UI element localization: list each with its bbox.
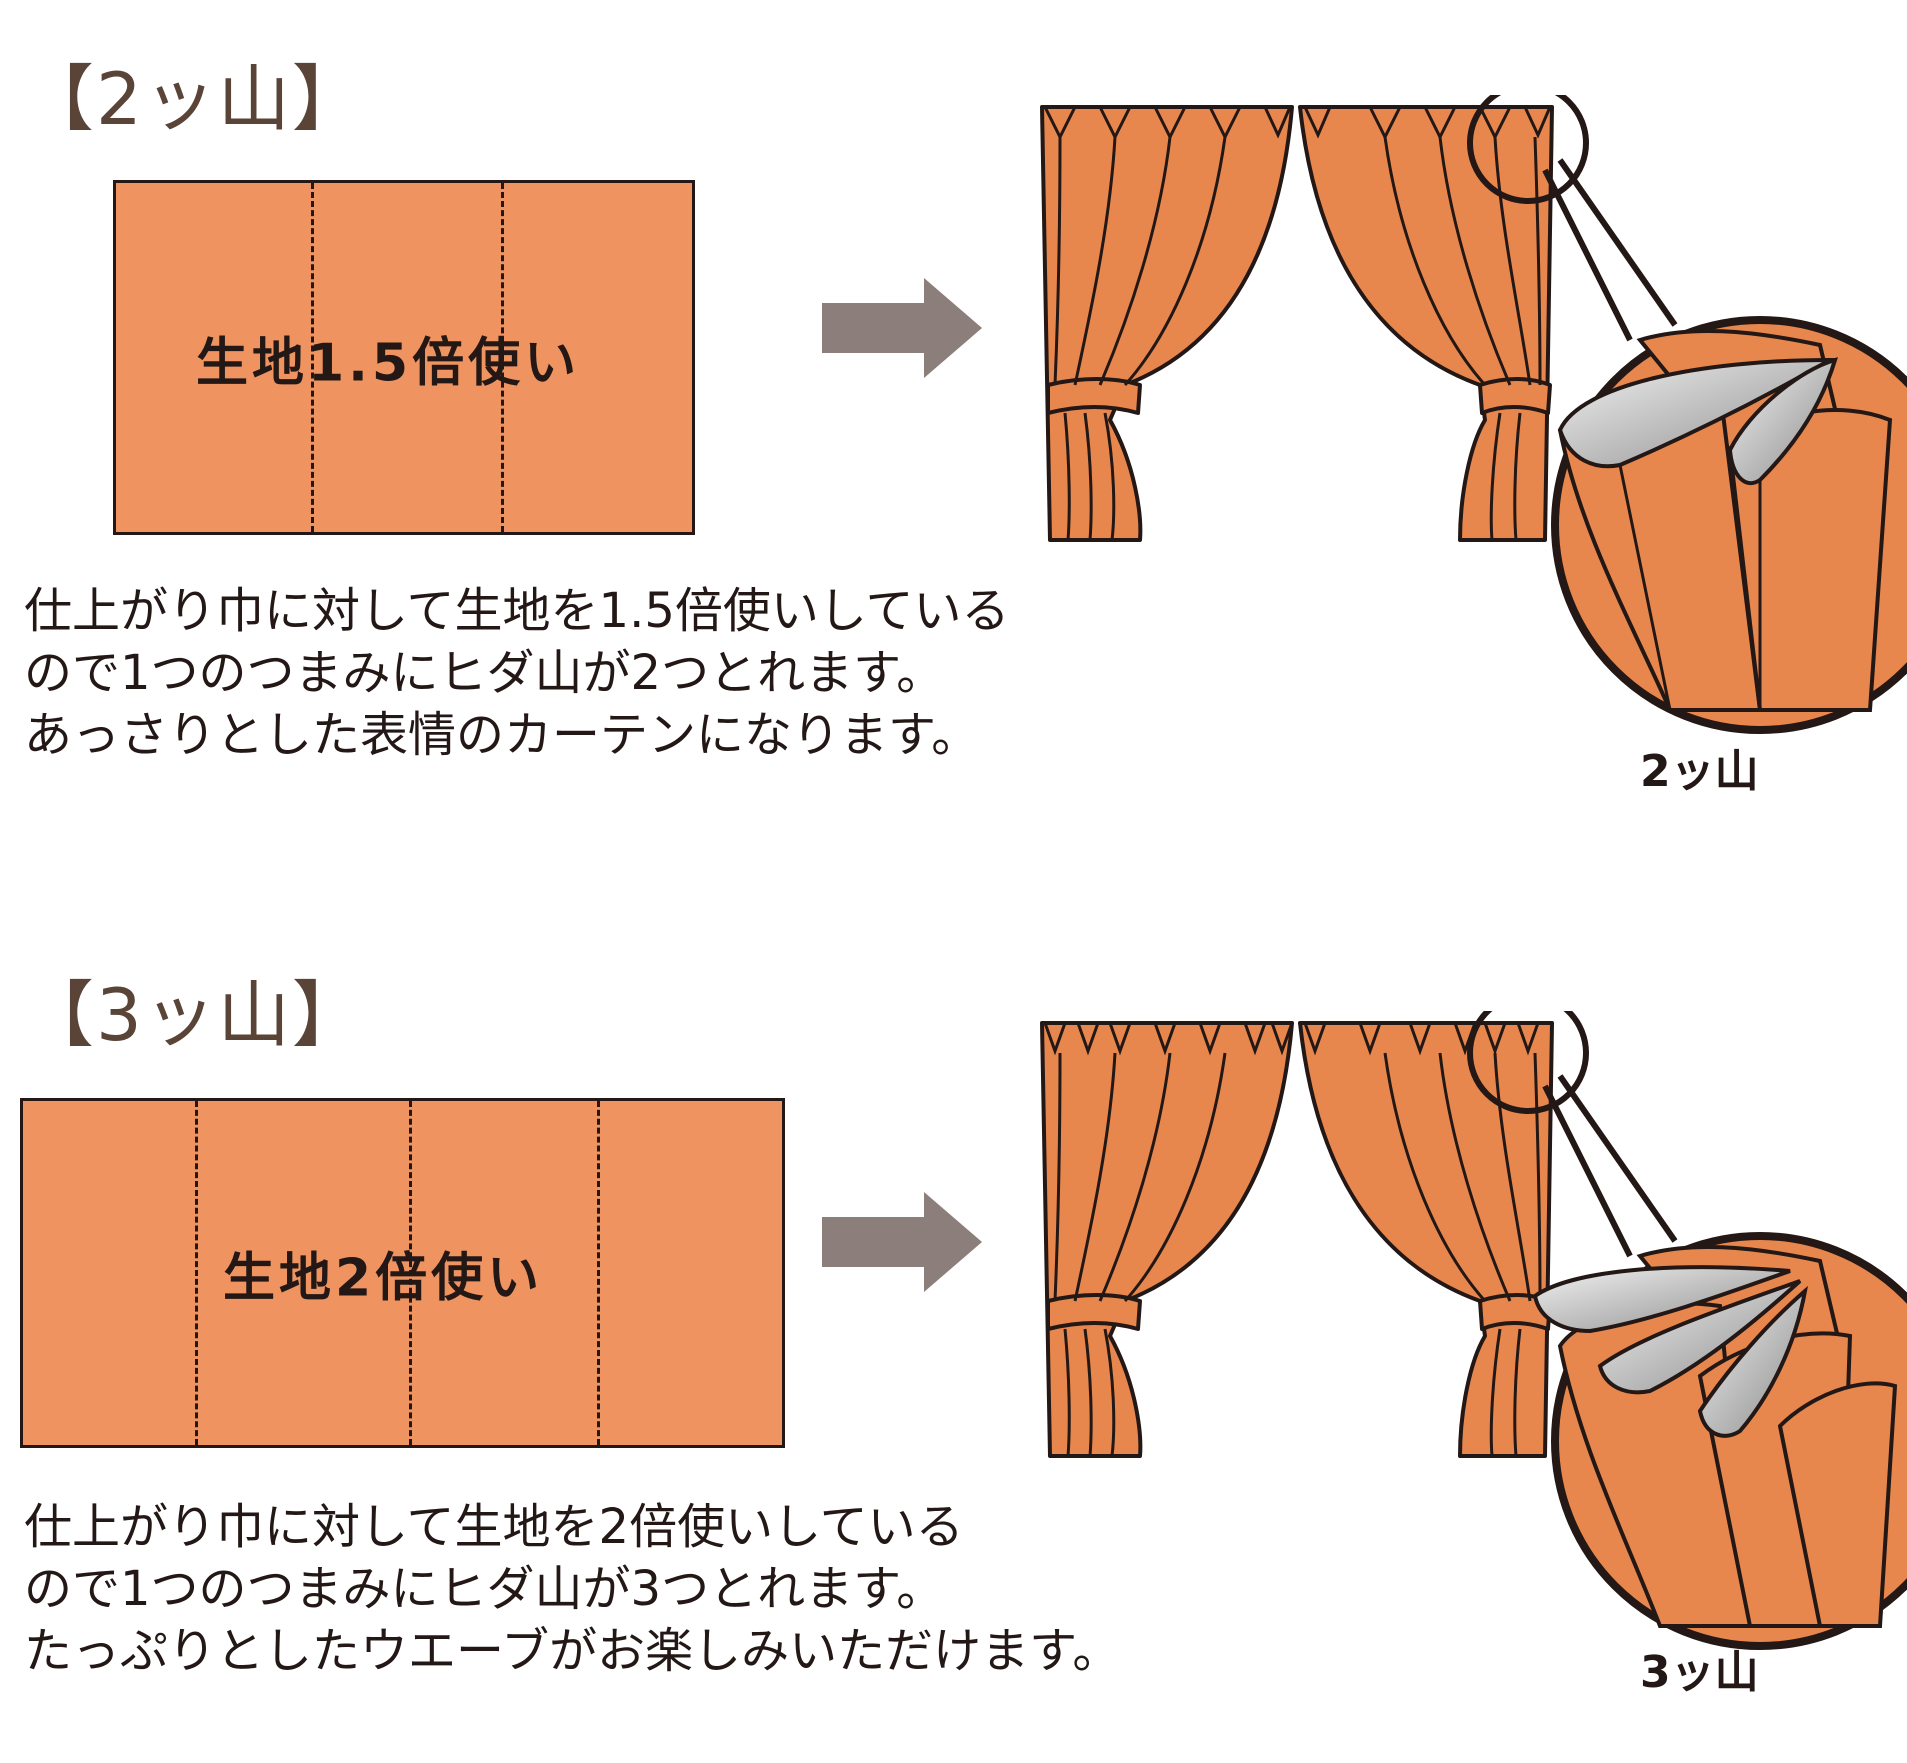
zoom-caption: 3ッ山: [1640, 1647, 1759, 1698]
section-two-pleat: 【2ッ山】 生地1.5倍使い: [0, 0, 1907, 847]
fabric-panel: 生地2倍使い: [20, 1098, 785, 1448]
fold-line: [501, 183, 504, 532]
curtain-illustration: [1040, 95, 1589, 542]
description-line: あっさりとした表情のカーテンになります。: [24, 707, 980, 763]
arrow-right-icon: [822, 1192, 982, 1292]
fabric-panel: 生地1.5倍使い: [113, 180, 695, 535]
pleat-zoom-illustration: [1542, 158, 1907, 734]
zoom-caption: 2ッ山: [1640, 746, 1759, 797]
fold-line: [311, 183, 314, 532]
description: 仕上がり巾に対して生地を2倍使いしている ので1つのつまみにヒダ山が3つとれます…: [24, 1496, 1120, 1682]
section-three-pleat: 【3ッ山】 生地2倍使い: [0, 916, 1907, 1763]
section-heading: 【2ッ山】: [22, 57, 366, 141]
arrow-right-icon: [822, 278, 982, 378]
fabric-label: 生地1.5倍使い: [196, 333, 581, 393]
description-line: たっぷりとしたウエーブがお楽しみいただけます。: [24, 1623, 1121, 1679]
fabric-label: 生地2倍使い: [223, 1248, 544, 1309]
fold-line: [195, 1101, 198, 1445]
description-line: ので1つのつまみにヒダ山が2つとれます。: [24, 645, 945, 701]
curtain-illustration: [1040, 1011, 1589, 1458]
fold-line: [409, 1101, 412, 1445]
fold-line: [597, 1101, 600, 1445]
description: 仕上がり巾に対して生地を1.5倍使いしている ので1つのつまみにヒダ山が2つとれ…: [24, 580, 1009, 766]
description-line: 仕上がり巾に対して生地を2倍使いしている: [24, 1499, 964, 1555]
description-line: ので1つのつまみにヒダ山が3つとれます。: [24, 1561, 945, 1617]
description-line: 仕上がり巾に対して生地を1.5倍使いしている: [24, 583, 1010, 639]
section-heading: 【3ッ山】: [22, 973, 366, 1057]
pleat-zoom-illustration: [1532, 1074, 1907, 1650]
